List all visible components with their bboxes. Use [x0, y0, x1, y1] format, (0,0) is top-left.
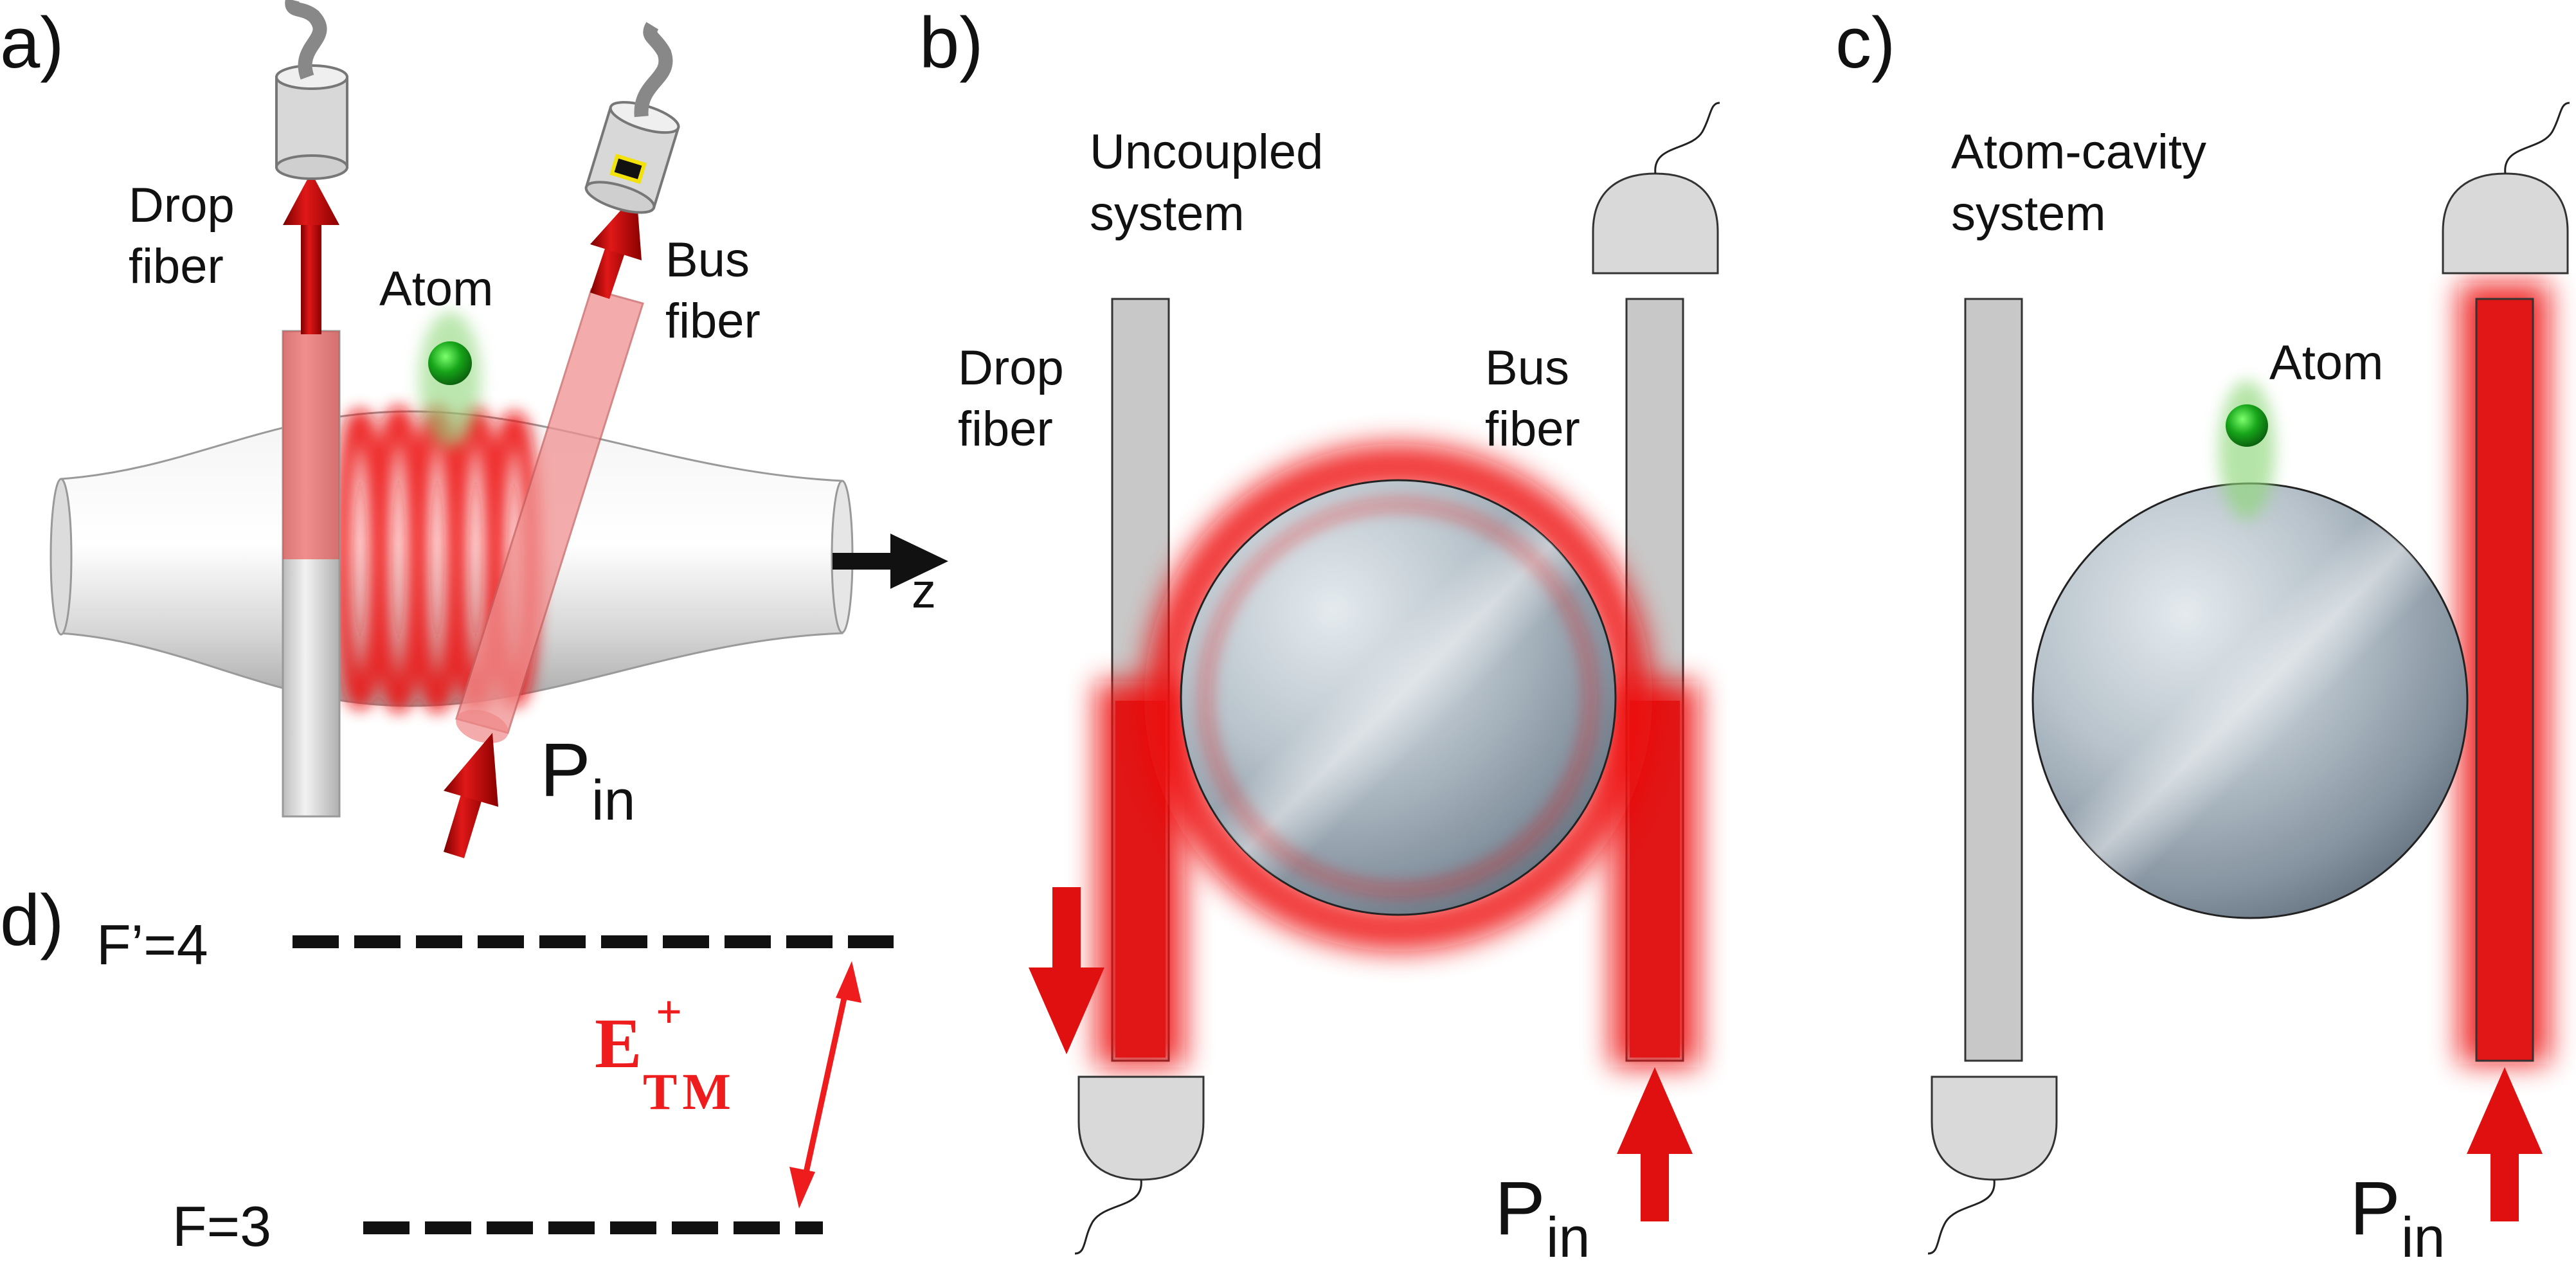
- transition-label-sup: +: [656, 986, 682, 1038]
- pin-input-arrow-c: [2467, 1067, 2543, 1221]
- atom-halo-c: [2219, 381, 2275, 519]
- drop-fiber-label-b-line1: Drop: [958, 341, 1064, 395]
- detector-bus-b: [1592, 102, 1720, 274]
- bus-fiber-c: [2475, 298, 2534, 1062]
- transition-label-main: E: [595, 1004, 642, 1083]
- atom-label-c: Atom: [2269, 336, 2383, 390]
- panel-b: b) Uncoupled system: [919, 3, 1720, 1269]
- z-axis-arrow: [833, 534, 948, 589]
- panel-d-letter: d): [0, 880, 64, 960]
- drop-fiber-c: [1964, 298, 2023, 1062]
- pin-label-b-main: P: [1495, 1166, 1545, 1251]
- uncoupled-title-line2: system: [1090, 186, 1245, 241]
- resonator-inner-glow-b: [1199, 498, 1598, 897]
- bus-fiber-connector: [584, 22, 680, 214]
- atom: [428, 341, 472, 385]
- resonator-glow-b: [1144, 444, 1652, 951]
- uncoupled-title-line1: Uncoupled: [1090, 125, 1323, 179]
- drop-fiber-connector: [275, 0, 348, 180]
- atom-label-a: Atom: [379, 262, 493, 316]
- bus-fiber-label-b-line1: Bus: [1485, 341, 1569, 395]
- panel-a-letter: a): [0, 3, 64, 83]
- bus-fiber-label-line2: fiber: [665, 294, 761, 348]
- upper-level-label: F’=4: [96, 913, 208, 977]
- atom-cavity-title-line1: Atom-cavity: [1951, 125, 2206, 179]
- atom-c: [2226, 404, 2268, 447]
- bus-fiber-label-b-line2: fiber: [1485, 402, 1580, 456]
- transition-arrow: [789, 961, 861, 1209]
- panel-c-letter: c): [1835, 3, 1895, 83]
- bus-fiber-label-line1: Bus: [665, 233, 750, 287]
- pin-label-b-sub: in: [1546, 1205, 1590, 1269]
- detector-bus-c: [2442, 102, 2570, 274]
- pin-label-c-main: P: [2350, 1166, 2400, 1251]
- drop-output-arrow-b: [1029, 887, 1104, 1054]
- drop-fiber-label-line2: fiber: [129, 239, 224, 294]
- detector-drop-c: [1927, 1076, 2058, 1255]
- z-axis-label: z: [912, 564, 936, 618]
- atom-cavity-title-line2: system: [1951, 186, 2106, 241]
- drop-output-arrow: [283, 172, 339, 334]
- pin-label-a-sub: in: [591, 768, 636, 832]
- drop-fiber-light: [283, 331, 339, 559]
- detector-drop-b: [1074, 1076, 1205, 1255]
- pin-input-arrow-a: [444, 733, 498, 858]
- panel-c: c) Atom-cavity system Atom P in: [1835, 3, 2570, 1269]
- pin-input-arrow-b: [1617, 1067, 1693, 1221]
- panel-d: d) F’=4 F=3 E + TM: [0, 880, 894, 1258]
- bus-fiber-cylinder: [455, 288, 644, 744]
- pin-label-a-main: P: [540, 728, 591, 813]
- panel-a: a): [0, 0, 948, 858]
- tapered-fiber-start: [50, 478, 73, 636]
- transition-label-sub: TM: [643, 1064, 736, 1120]
- pin-label-c-sub: in: [2401, 1205, 2445, 1269]
- resonator-sheen-c: [2033, 483, 2467, 918]
- drop-fiber-label-b-line2: fiber: [958, 402, 1053, 456]
- resonator-sheen-b: [1181, 480, 1616, 915]
- drop-fiber-label-line1: Drop: [129, 178, 235, 233]
- lower-level-label: F=3: [172, 1194, 271, 1258]
- panel-b-letter: b): [919, 3, 984, 83]
